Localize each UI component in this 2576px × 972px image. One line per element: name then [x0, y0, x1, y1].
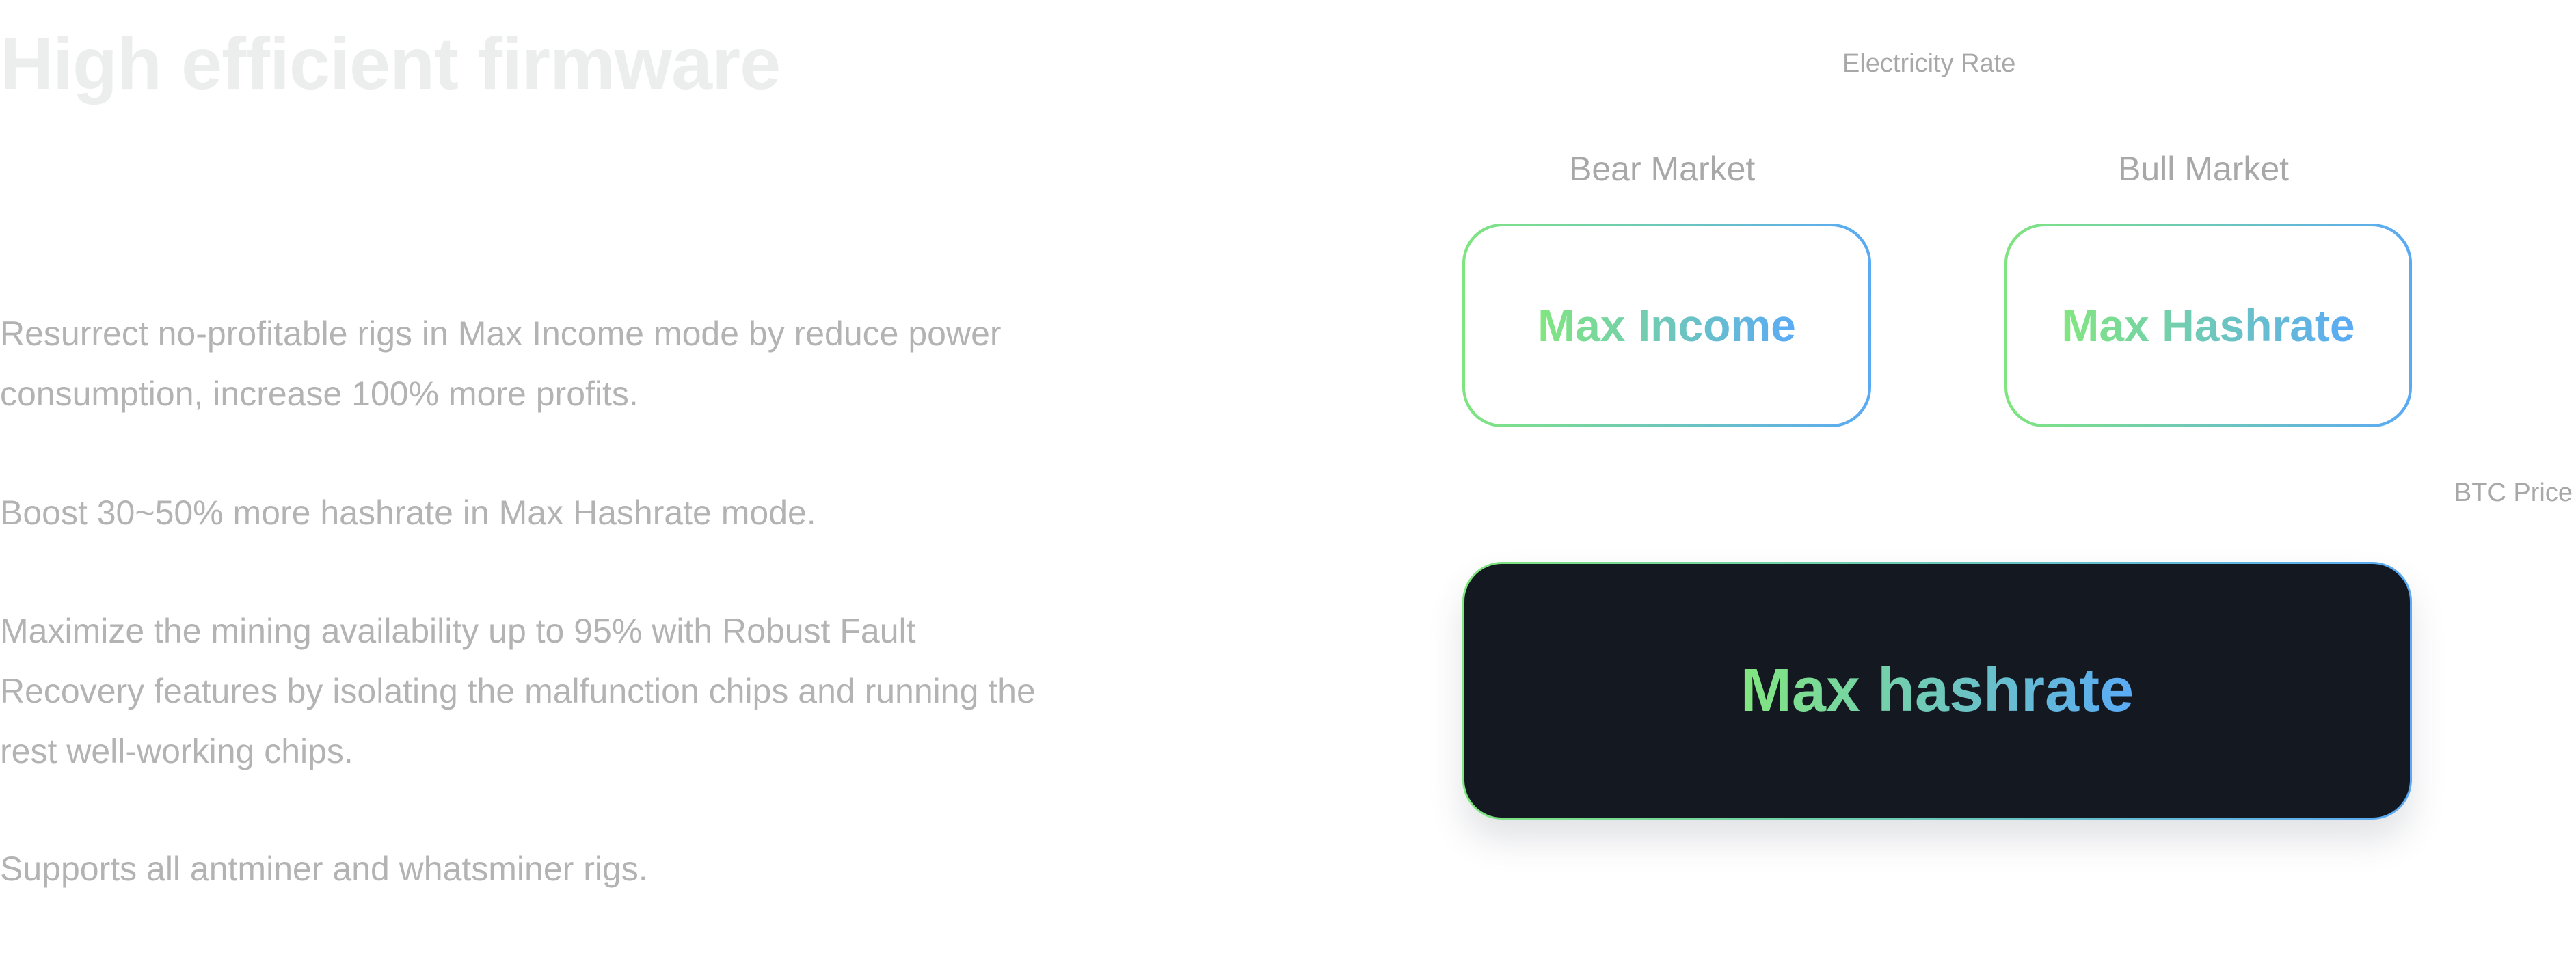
result-card: Max hashrate [1462, 562, 2412, 820]
text-line: consumption, increase 100% more profits. [0, 375, 639, 413]
text-line: Boost 30~50% more hashrate in Max Hashra… [0, 494, 816, 532]
feature-paragraph-hashrate: Boost 30~50% more hashrate in Max Hashra… [0, 483, 816, 543]
text-line: Maximize the mining availability up to 9… [0, 612, 916, 650]
result-text: Max hashrate [1740, 656, 2134, 725]
page-title: High efficient firmware [0, 22, 781, 105]
feature-paragraph-fault-recovery: Maximize the mining availability up to 9… [0, 601, 1036, 781]
bull-market-label: Bull Market [2118, 150, 2290, 188]
bear-market-label: Bear Market [1569, 150, 1756, 188]
electricity-rate-label: Electricity Rate [1842, 49, 2016, 78]
text-line: Resurrect no-profitable rigs in Max Inco… [0, 314, 1002, 353]
text-line: Recovery features by isolating the malfu… [0, 672, 1036, 710]
max-hashrate-card: Max Hashrate [2004, 224, 2412, 427]
text-line: rest well-working chips. [0, 732, 353, 770]
max-income-card: Max Income [1462, 224, 1871, 427]
btc-price-label: BTC Price [2454, 478, 2573, 507]
max-income-text: Max Income [1538, 300, 1796, 351]
feature-paragraph-support: Supports all antminer and whatsminer rig… [0, 839, 648, 899]
feature-paragraph-income: Resurrect no-profitable rigs in Max Inco… [0, 303, 1002, 424]
max-hashrate-text: Max Hashrate [2061, 300, 2355, 351]
text-line: Supports all antminer and whatsminer rig… [0, 850, 648, 888]
